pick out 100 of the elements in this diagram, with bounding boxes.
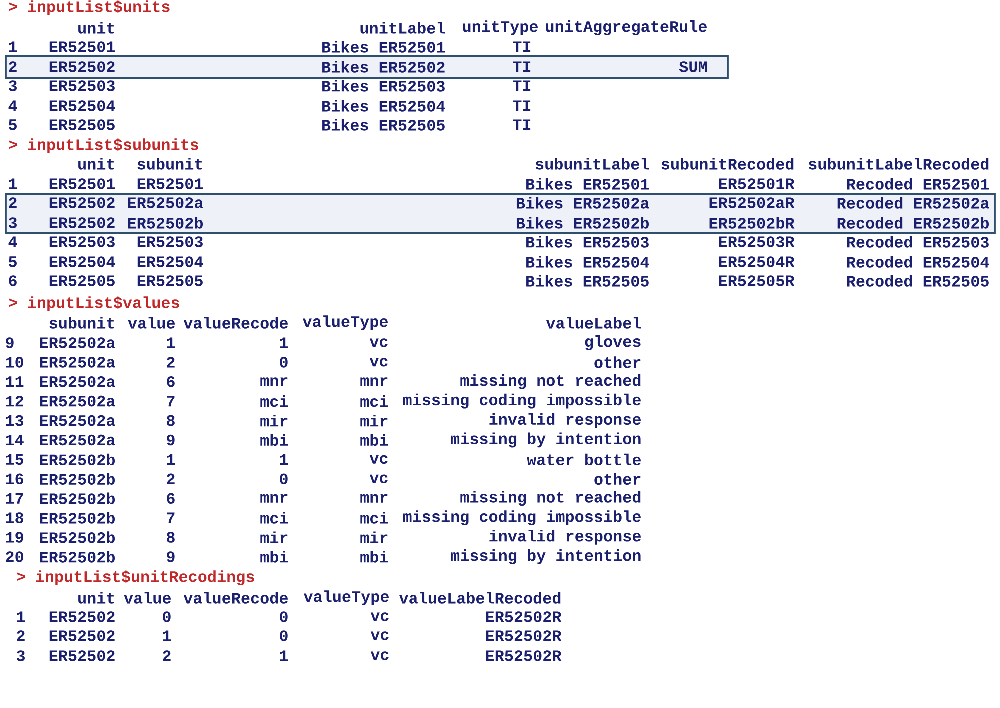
table-cell: ER52502R: [486, 650, 562, 662]
table-cell: mnr: [260, 378, 288, 386]
column-header: valueLabelRecoded: [399, 592, 561, 604]
table-cell: ER52502: [50, 198, 115, 208]
table-cell: mci: [360, 512, 388, 524]
row-number: 1: [17, 612, 26, 622]
row-number: 4: [8, 100, 18, 112]
table-cell: SUM: [679, 62, 707, 72]
table-cell: 1: [167, 454, 176, 465]
table-cell: ER52502: [50, 650, 115, 662]
table-cell: vc: [370, 652, 389, 660]
column-header: value: [124, 592, 171, 604]
table-cell: ER52502a: [40, 357, 116, 368]
table-cell: 1: [163, 630, 172, 642]
row-number: 19: [6, 532, 24, 543]
table-cell: ER52502b: [40, 492, 115, 504]
row-number: 18: [6, 512, 24, 524]
table-cell: TI: [513, 120, 531, 130]
column-header: unit: [78, 592, 114, 604]
table-cell: 1: [280, 338, 288, 348]
column-header: subunit: [138, 158, 202, 170]
table-cell: missing coding impossible: [403, 510, 641, 526]
table-cell: ER52502b: [40, 551, 115, 563]
table-cell: 7: [167, 512, 175, 524]
table-cell: 0: [280, 612, 288, 622]
table-cell: 0: [280, 357, 288, 368]
column-header: unitAggregateRule: [546, 20, 707, 36]
row-number: 14: [6, 435, 24, 446]
row-number: 3: [8, 218, 17, 228]
table-cell: Recoded ER52505: [847, 275, 989, 287]
table-cell: 1: [167, 338, 176, 348]
row-number: 6: [9, 276, 17, 286]
table-cell: ER52502b: [40, 532, 115, 544]
table-cell: mci: [260, 396, 288, 408]
table-cell: vc: [370, 455, 388, 464]
table-cell: vc: [370, 358, 388, 367]
column-header: valueLabel: [546, 317, 642, 329]
table-cell: mbi: [360, 551, 388, 563]
row-number: 17: [6, 493, 24, 504]
table-cell: vc: [370, 474, 388, 484]
table-cell: 0: [280, 630, 288, 642]
row-number: 2: [9, 198, 17, 208]
table-cell: ER52502a: [40, 434, 116, 446]
table-cell: 0: [280, 474, 288, 485]
table-cell: ER52502R: [486, 630, 562, 642]
table-cell: ER52502R: [486, 612, 562, 622]
table-cell: 9: [167, 434, 175, 446]
table-cell: ER52502: [50, 62, 115, 72]
row-number: 15: [6, 454, 24, 466]
table-cell: ER52502b: [128, 217, 203, 229]
table-cell: ER52504: [50, 256, 116, 268]
table-cell: missing not reached: [460, 374, 641, 390]
table-cell: ER52502: [50, 630, 115, 642]
table-cell: mbi: [260, 434, 288, 446]
table-cell: ER52502bR: [710, 217, 795, 229]
table-cell: water bottle: [527, 454, 641, 466]
table-cell: ER52505: [50, 276, 115, 286]
table-cell: ER52502a: [40, 338, 116, 348]
table-cell: missing not reached: [460, 491, 641, 506]
table-cell: mbi: [360, 434, 388, 446]
table-cell: 8: [167, 532, 175, 543]
table-cell: other: [594, 356, 641, 368]
column-header: unitLabel: [360, 22, 446, 34]
table-cell: 9: [167, 552, 175, 562]
table-cell: Bikes ER52502b: [516, 217, 649, 229]
table-cell: Recoded ER52502b: [838, 217, 989, 229]
column-header: subunitLabelRecoded: [809, 158, 989, 170]
table-cell: 6: [167, 376, 175, 388]
table-cell: ER52502b: [40, 454, 115, 466]
table-cell: 2: [167, 357, 175, 368]
table-cell: gloves: [585, 336, 641, 350]
table-cell: ER52504: [50, 100, 116, 112]
table-cell: Recoded ER52502a: [838, 197, 990, 209]
table-cell: ER52502a: [40, 415, 116, 426]
column-header: unit: [78, 158, 114, 170]
table-cell: Bikes ER52502a: [516, 197, 650, 209]
table-cell: ER52502b: [40, 473, 115, 485]
table-cell: mir: [260, 415, 288, 427]
row-number: 2: [17, 630, 25, 642]
table-cell: ER52502: [50, 612, 115, 622]
table-cell: ER52502b: [40, 512, 115, 524]
console-prompt: > inputList$subunits: [9, 138, 198, 154]
column-header: valueRecode: [184, 592, 288, 604]
table-cell: vc: [370, 612, 389, 622]
row-number: 5: [9, 256, 17, 268]
table-cell: invalid response: [490, 413, 641, 428]
table-cell: mnr: [260, 494, 288, 503]
row-number: 9: [6, 338, 14, 348]
row-number: 10: [6, 357, 24, 368]
table-cell: Bikes ER52504: [526, 256, 650, 268]
column-header: valueType: [302, 316, 388, 330]
table-cell: ER52505: [138, 276, 203, 286]
table-cell: TI: [513, 100, 531, 112]
table-cell: ER52505R: [719, 276, 795, 286]
table-cell: missing by intention: [451, 550, 641, 564]
table-cell: ER52504R: [719, 256, 795, 268]
column-header: unitType: [463, 20, 538, 36]
table-cell: 2: [167, 474, 175, 484]
table-cell: ER52502a: [40, 396, 116, 407]
table-cell: 6: [167, 493, 175, 504]
